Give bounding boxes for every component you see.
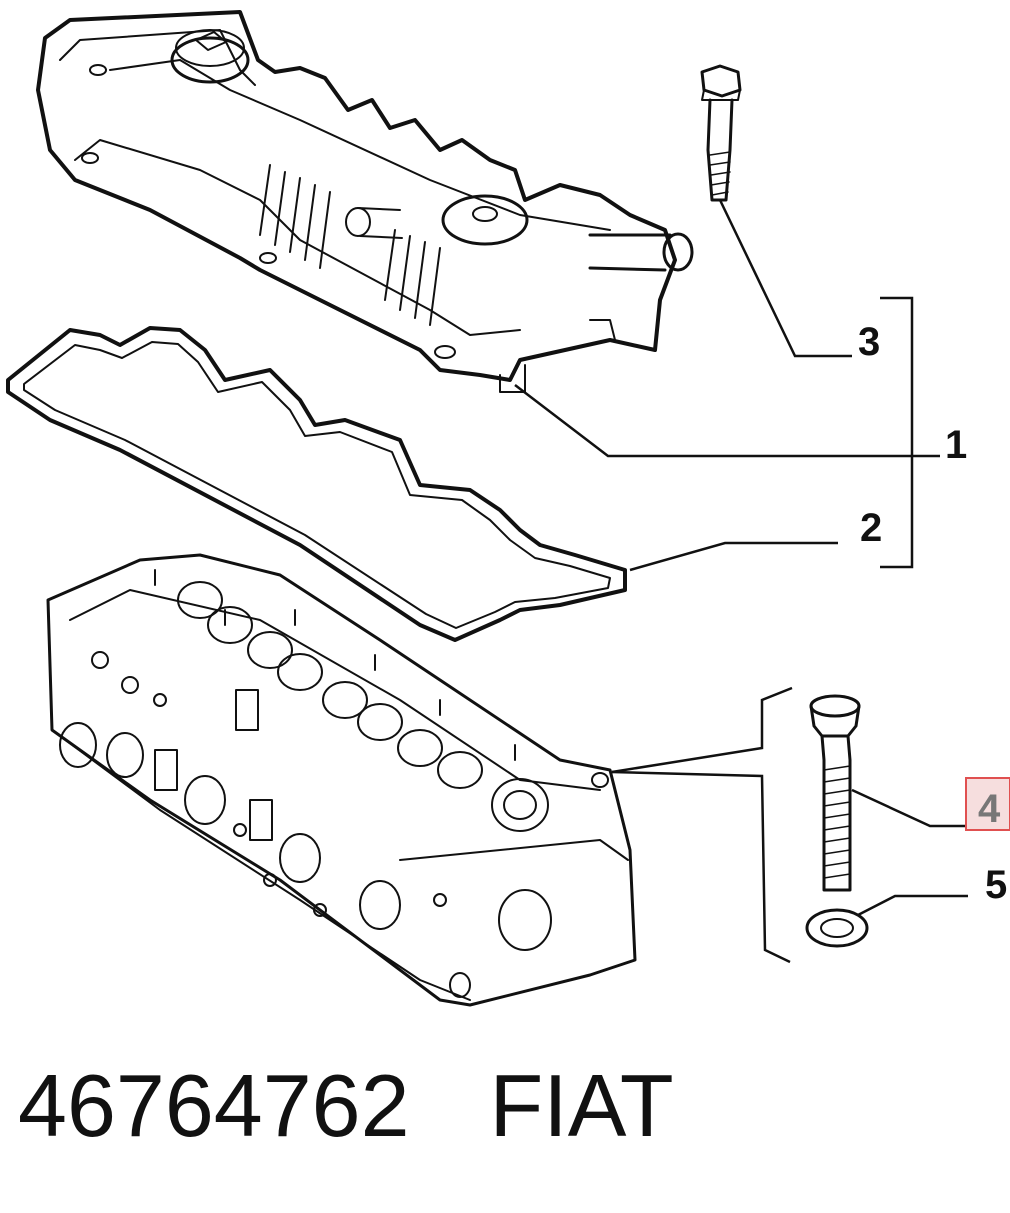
head-bolt-illustration <box>809 694 861 892</box>
callout-4: 4 <box>978 787 1001 831</box>
cover-bolt-illustration <box>700 64 742 202</box>
gasket-illustration <box>6 326 627 642</box>
callout-2: 2 <box>860 506 882 550</box>
callout-4-highlight: 4 <box>965 777 1010 831</box>
callout-5: 5 <box>985 863 1007 907</box>
leader-lines <box>514 199 968 964</box>
brand-name: FIAT <box>489 1056 674 1155</box>
washer-illustration <box>805 908 869 948</box>
callout-3: 3 <box>858 320 880 364</box>
part-number: 46764762 <box>18 1056 410 1155</box>
valve-cover-illustration <box>36 10 694 393</box>
cylinder-head-illustration <box>46 553 637 1007</box>
callout-1: 1 <box>945 423 967 467</box>
